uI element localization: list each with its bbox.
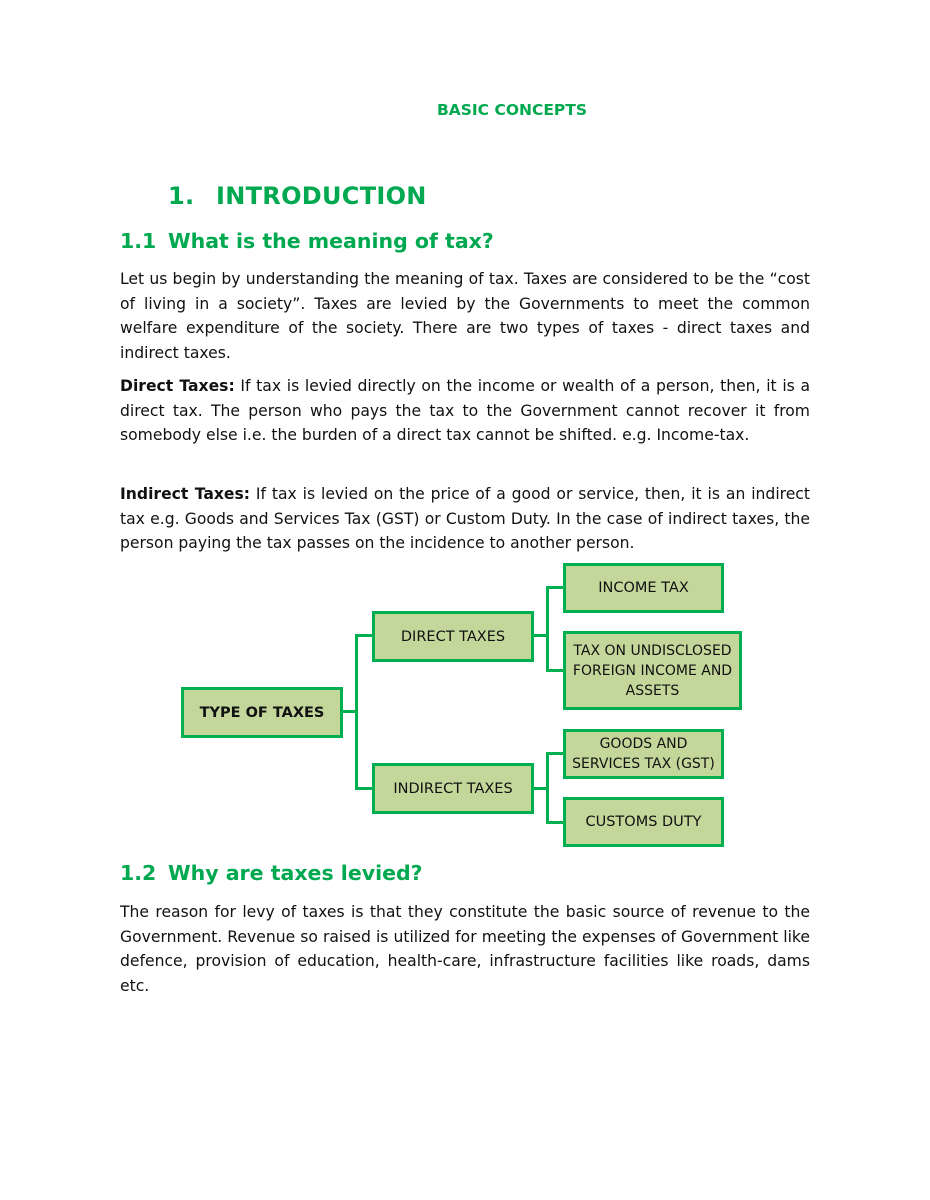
node-indirect-taxes: INDIRECT TAXES bbox=[372, 763, 534, 814]
node-income-tax: INCOME TAX bbox=[563, 563, 724, 613]
subsection-heading-1-2: 1.2 Why are taxes levied? bbox=[120, 861, 423, 885]
subsection-number: 1.1 bbox=[120, 229, 157, 253]
node-gst: GOODS AND SERVICES TAX (GST) bbox=[563, 729, 724, 779]
node-direct-taxes: DIRECT TAXES bbox=[372, 611, 534, 662]
paragraph-why-levied: The reason for levy of taxes is that the… bbox=[120, 903, 810, 995]
connector bbox=[342, 710, 358, 713]
connector bbox=[546, 821, 564, 824]
node-undisclosed-foreign-income: TAX ON UNDISCLOSED FOREIGN INCOME AND AS… bbox=[563, 631, 742, 710]
term-text: If tax is levied directly on the income … bbox=[120, 377, 811, 444]
connector bbox=[546, 586, 564, 589]
connector bbox=[533, 787, 549, 790]
term-label: Direct Taxes: bbox=[120, 377, 235, 395]
connector bbox=[355, 634, 373, 637]
node-type-of-taxes: TYPE OF TAXES bbox=[181, 687, 343, 738]
connector bbox=[546, 752, 549, 824]
paragraph-direct-taxes: Direct Taxes: If tax is levied directly … bbox=[120, 374, 810, 448]
node-customs-duty: CUSTOMS DUTY bbox=[563, 797, 724, 847]
subsection-title: Why are taxes levied? bbox=[168, 861, 423, 885]
subsection-title: What is the meaning of tax? bbox=[168, 229, 494, 253]
running-header: BASIC CONCEPTS bbox=[436, 101, 588, 119]
term-label: Indirect Taxes: bbox=[120, 485, 251, 503]
connector bbox=[355, 634, 358, 790]
paragraph-indirect-taxes: Indirect Taxes: If tax is levied on the … bbox=[120, 482, 810, 556]
section-number: 1. bbox=[168, 182, 195, 210]
connector bbox=[355, 787, 373, 790]
paragraph-intro: Let us begin by understanding the meanin… bbox=[120, 270, 810, 362]
section-heading: 1. INTRODUCTION bbox=[168, 182, 427, 210]
connector bbox=[546, 752, 564, 755]
subsection-heading-1-1: 1.1 What is the meaning of tax? bbox=[120, 229, 494, 253]
connector bbox=[546, 586, 549, 672]
connector bbox=[533, 634, 549, 637]
subsection-number: 1.2 bbox=[120, 861, 157, 885]
section-title: INTRODUCTION bbox=[216, 182, 427, 210]
connector bbox=[546, 669, 564, 672]
term-text: If tax is levied on the price of a good … bbox=[120, 485, 810, 552]
